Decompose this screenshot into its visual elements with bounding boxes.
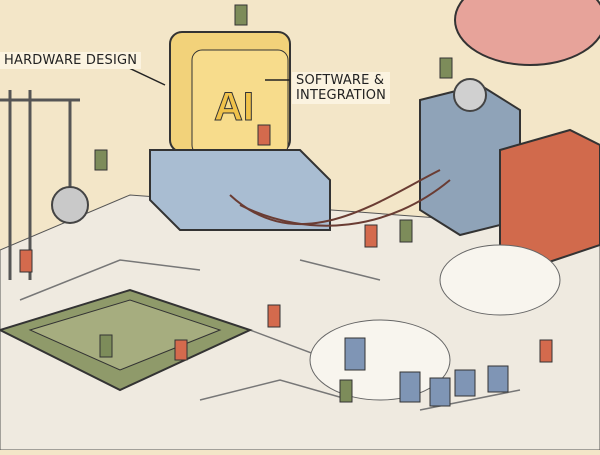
- software-line-2: INTEGRATION: [296, 88, 387, 103]
- gear: [51, 186, 89, 224]
- software-integration-label: SOFTWARE & INTEGRATION: [292, 72, 391, 104]
- hardware-design-label: HARDWARE DESIGN: [0, 52, 142, 69]
- chip-core: [28, 299, 222, 371]
- cloud: [439, 244, 561, 316]
- cables: [229, 169, 451, 227]
- ai-letters: AI: [214, 85, 254, 129]
- monolith-base: [149, 149, 331, 231]
- crane: [0, 90, 80, 280]
- servers: [344, 337, 509, 407]
- gear: [453, 78, 487, 112]
- brain: [454, 0, 600, 66]
- red-block: [499, 128, 600, 267]
- cloud: [309, 319, 451, 401]
- workers: [19, 4, 553, 403]
- software-line-1: SOFTWARE &: [296, 73, 385, 88]
